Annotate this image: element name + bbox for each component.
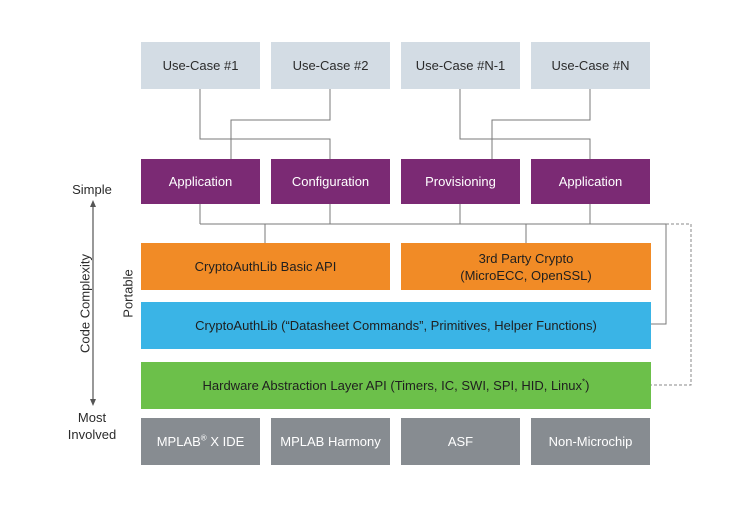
connector-bus (200, 223, 667, 325)
hal-api-footnote-mark: * (582, 377, 586, 387)
hal-api-close: ) (585, 378, 590, 393)
hal-api-label: Hardware Abstraction Layer API (Timers, … (203, 377, 590, 394)
complexity-arrow-down (90, 399, 96, 406)
use-case-n: Use-Case #N (531, 42, 650, 89)
cryptoauthlib-basic-api-box: CryptoAuthLib Basic API (141, 243, 390, 290)
application-box-1: Application (141, 159, 260, 204)
connector-uc1-config (199, 89, 331, 159)
use-case-n-1-label: Use-Case #N-1 (415, 58, 506, 73)
third-party-crypto-line1: 3rd Party Crypto (478, 250, 574, 266)
hal-api-box: Hardware Abstraction Layer API (Timers, … (141, 362, 651, 409)
use-case-2-label: Use-Case #2 (292, 58, 369, 73)
cryptoauthlib-label: CryptoAuthLib (“Datasheet Commands”, Pri… (195, 318, 597, 333)
platform-asf: ASF (401, 418, 520, 465)
third-party-crypto-box: 3rd Party Crypto (MicroECC, OpenSSL) (401, 243, 651, 290)
cryptoauthlib-box: CryptoAuthLib (“Datasheet Commands”, Pri… (141, 302, 651, 349)
connector-uc2-app1 (230, 89, 331, 159)
application-box-2: Application (531, 159, 650, 204)
platform-asf-label: ASF (447, 434, 474, 449)
use-case-n-label: Use-Case #N (551, 58, 630, 73)
third-party-crypto-line2: (MicroECC, OpenSSL) (460, 267, 592, 283)
provisioning-label: Provisioning (425, 174, 496, 189)
use-case-2: Use-Case #2 (271, 42, 390, 89)
platform-mplab-x-ide: MPLAB® X IDE (141, 418, 260, 465)
most-label-line: Most (77, 410, 107, 425)
involved-label-line: Involved (67, 427, 117, 442)
use-case-1: Use-Case #1 (141, 42, 260, 89)
complexity-arrow-up (90, 200, 96, 207)
hal-api-text: Hardware Abstraction Layer API (Timers, … (202, 378, 583, 393)
provisioning-box: Provisioning (401, 159, 520, 204)
use-case-1-label: Use-Case #1 (162, 58, 239, 73)
application-2-label: Application (558, 174, 623, 189)
platform-mplab-x-ide-label: MPLAB® X IDE (157, 433, 245, 450)
configuration-box: Configuration (271, 159, 390, 204)
platform-mplab-harmony-label: MPLAB Harmony (280, 434, 381, 449)
code-complexity-label: Code Complexity (77, 254, 93, 353)
platform-mplab-text: MPLAB (156, 434, 201, 449)
cryptoauthlib-basic-api-label: CryptoAuthLib Basic API (194, 259, 337, 274)
simple-label: Simple (72, 182, 112, 197)
configuration-label: Configuration (291, 174, 370, 189)
registered-mark: ® (200, 433, 207, 443)
platform-x-ide-text: X IDE (206, 434, 245, 449)
platform-non-microchip-label: Non-Microchip (548, 434, 633, 449)
connector-ucn-prov (491, 89, 591, 159)
dashed-bypass-line (651, 223, 692, 386)
most-involved-label: Most Involved (62, 409, 122, 443)
connector-ucn1-app2 (459, 89, 591, 159)
use-case-n-1: Use-Case #N-1 (401, 42, 520, 89)
platform-mplab-harmony: MPLAB Harmony (271, 418, 390, 465)
application-1-label: Application (168, 174, 233, 189)
portable-label: Portable (120, 269, 136, 318)
platform-non-microchip: Non-Microchip (531, 418, 650, 465)
